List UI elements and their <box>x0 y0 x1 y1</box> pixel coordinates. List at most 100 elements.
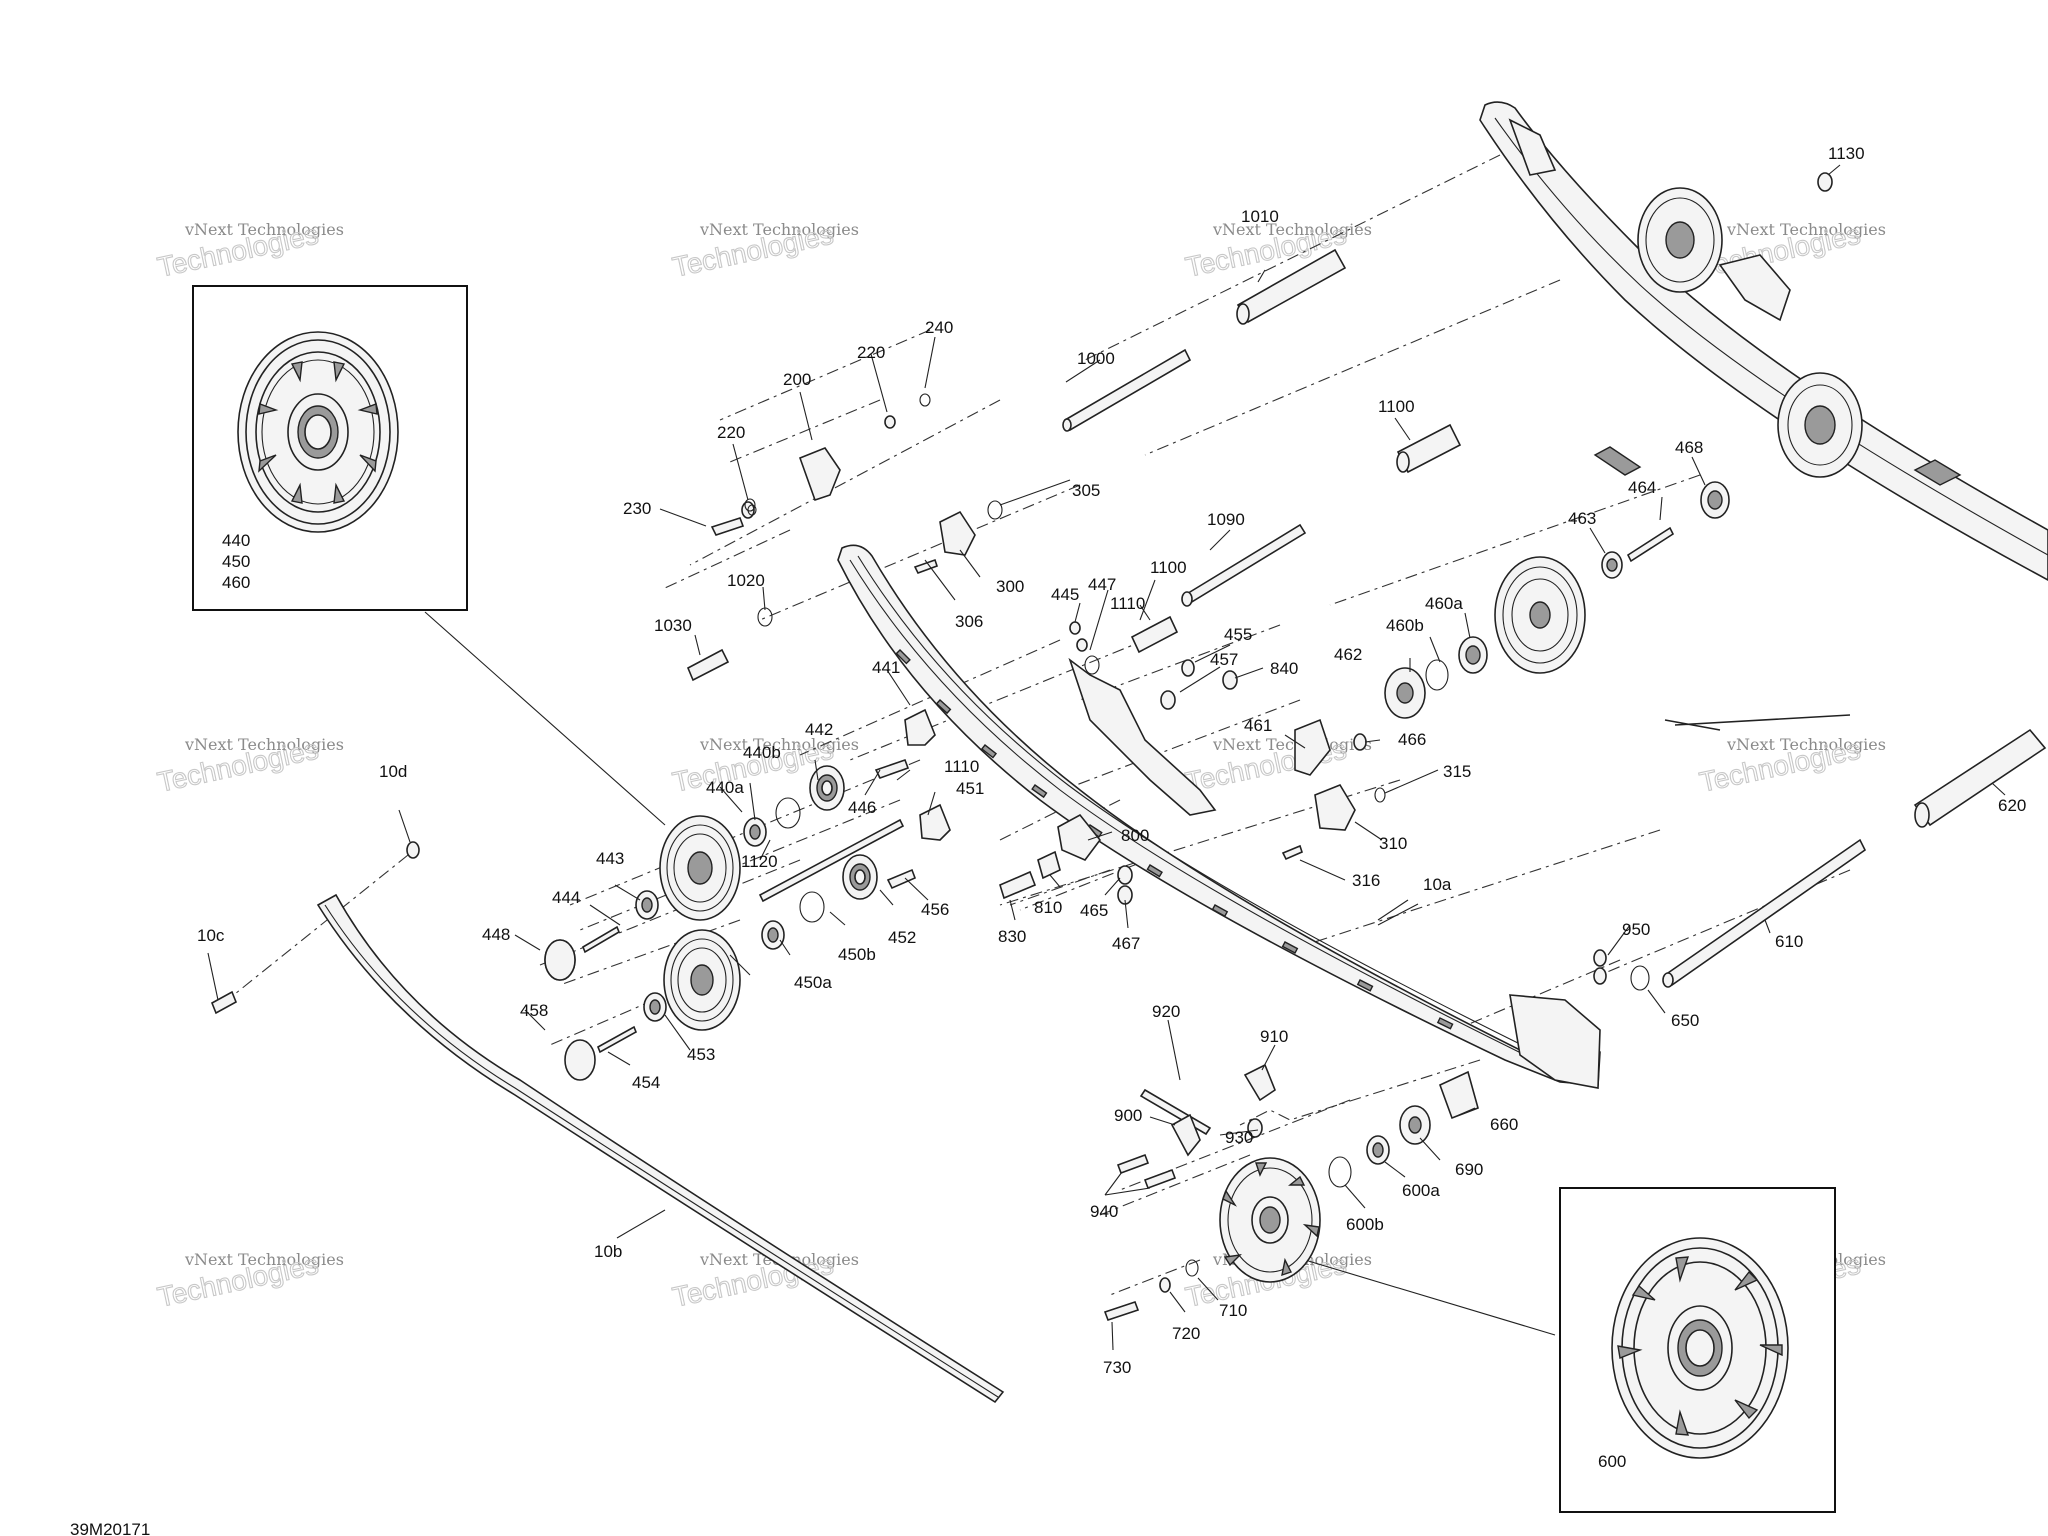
inset-label: 460 <box>222 573 250 592</box>
callout-440b: 440b <box>743 743 781 762</box>
inset-wheel-left <box>237 331 399 533</box>
inset-box-right: 600 <box>1559 1187 1836 1513</box>
watermark-text-1: vNext Technologies <box>184 1250 344 1269</box>
watermark-text-1: vNext Technologies <box>184 220 344 239</box>
callout-600a: 600a <box>1402 1181 1440 1200</box>
callout-710: 710 <box>1219 1301 1247 1320</box>
callout-455: 455 <box>1224 625 1252 644</box>
callout-456: 456 <box>921 900 949 919</box>
callout-220b: 220 <box>717 423 745 442</box>
rail-10a <box>837 544 1601 1089</box>
callout-460b: 460b <box>1386 616 1424 635</box>
watermark: vNext Technologies Technologies <box>1182 218 1372 283</box>
callout-458: 458 <box>520 1001 548 1020</box>
inset-leader-left <box>424 611 666 826</box>
watermark: vNext Technologies Technologies <box>1696 733 1886 798</box>
callout-920: 920 <box>1152 1002 1180 1021</box>
watermark: vNext Technologies Technologies <box>669 218 859 283</box>
watermark-text-1: vNext Technologies <box>699 735 859 754</box>
callout-316: 316 <box>1352 871 1380 890</box>
callout-730: 730 <box>1103 1358 1131 1377</box>
shaft-610 <box>1663 838 1867 987</box>
callout-460a: 460a <box>1425 594 1463 613</box>
wheel-450 <box>663 929 741 1031</box>
callout-446: 446 <box>848 798 876 817</box>
callout-1110a: 1110 <box>1110 594 1145 613</box>
callout-600b: 600b <box>1346 1215 1384 1234</box>
upper-wheel-2 <box>1777 372 1863 478</box>
callout-1030: 1030 <box>654 616 692 635</box>
callout-440a: 440a <box>706 778 744 797</box>
callout-810: 810 <box>1034 898 1062 917</box>
callout-10b: 10b <box>594 1242 622 1261</box>
callout-1010: 1010 <box>1241 207 1279 226</box>
diagram-code: 39M20171 <box>70 1520 150 1536</box>
callout-230: 230 <box>623 499 651 518</box>
callout-labels: 10a 10b 10c 10d 200 220 220 230 240 300 … <box>197 144 2026 1377</box>
watermark-text-1: vNext Technologies <box>184 735 344 754</box>
small-parts <box>210 172 1833 1322</box>
callout-1100b: 1100 <box>1150 558 1187 577</box>
callout-452: 452 <box>888 928 916 947</box>
inset-label: 440 <box>222 531 250 550</box>
watermark: vNext Technologies Technologies <box>1182 733 1372 798</box>
callout-610: 610 <box>1775 932 1803 951</box>
callout-457: 457 <box>1210 650 1238 669</box>
upper-wheel <box>1637 187 1723 293</box>
callout-220a: 220 <box>857 343 885 362</box>
callout-315: 315 <box>1443 762 1471 781</box>
watermark: vNext Technologies Technologies <box>154 1248 344 1313</box>
callout-1090: 1090 <box>1207 510 1245 529</box>
callout-467: 467 <box>1112 934 1140 953</box>
watermark-text-1: vNext Technologies <box>1212 735 1372 754</box>
callout-1000: 1000 <box>1077 349 1115 368</box>
callout-451: 451 <box>956 779 984 798</box>
inset-box-left: 440 450 460 <box>192 285 468 611</box>
wheel-600 <box>1219 1157 1321 1283</box>
inset-label: 600 <box>1598 1452 1626 1471</box>
watermark: vNext Technologies Technologies <box>154 218 344 283</box>
callout-464: 464 <box>1628 478 1656 497</box>
callout-448: 448 <box>482 925 510 944</box>
bracket-200 <box>798 447 841 502</box>
callout-1120: 1120 <box>741 852 778 871</box>
callout-461: 461 <box>1244 716 1272 735</box>
watermark: vNext Technologies Technologies <box>669 1248 859 1313</box>
callout-305: 305 <box>1072 481 1100 500</box>
callout-900: 900 <box>1114 1106 1142 1125</box>
callout-910: 910 <box>1260 1027 1288 1046</box>
callout-620: 620 <box>1998 796 2026 815</box>
rail-10b <box>316 893 1005 1404</box>
callout-840: 840 <box>1270 659 1298 678</box>
wheel-460 <box>1494 556 1586 674</box>
callout-450b: 450b <box>838 945 876 964</box>
callout-10d: 10d <box>379 762 407 781</box>
callout-300: 300 <box>996 577 1024 596</box>
callout-454: 454 <box>632 1073 660 1092</box>
callout-660: 660 <box>1490 1115 1518 1134</box>
inset-wheel-right <box>1611 1237 1789 1459</box>
callout-1110b: 1110 <box>944 757 979 776</box>
wheels <box>659 556 1586 1283</box>
callout-447: 447 <box>1088 575 1116 594</box>
shaft-1090 <box>1183 523 1307 605</box>
callout-830: 830 <box>998 927 1026 946</box>
callout-650: 650 <box>1671 1011 1699 1030</box>
inset-label: 450 <box>222 552 250 571</box>
callout-468: 468 <box>1675 438 1703 457</box>
watermark-text-1: vNext Technologies <box>1212 220 1372 239</box>
watermark-text-1: vNext Technologies <box>1726 220 1886 239</box>
inset-leader-right <box>1304 1259 1556 1336</box>
wheel-440 <box>659 815 741 921</box>
callout-450a: 450a <box>794 973 832 992</box>
callout-940: 940 <box>1090 1202 1118 1221</box>
callout-462: 462 <box>1334 645 1362 664</box>
shaft-1120 <box>758 818 905 903</box>
watermark-text-1: vNext Technologies <box>1726 735 1886 754</box>
callout-950: 950 <box>1622 920 1650 939</box>
callout-1020: 1020 <box>727 571 765 590</box>
callout-306: 306 <box>955 612 983 631</box>
callout-800: 800 <box>1121 826 1149 845</box>
callout-10c: 10c <box>197 926 225 945</box>
